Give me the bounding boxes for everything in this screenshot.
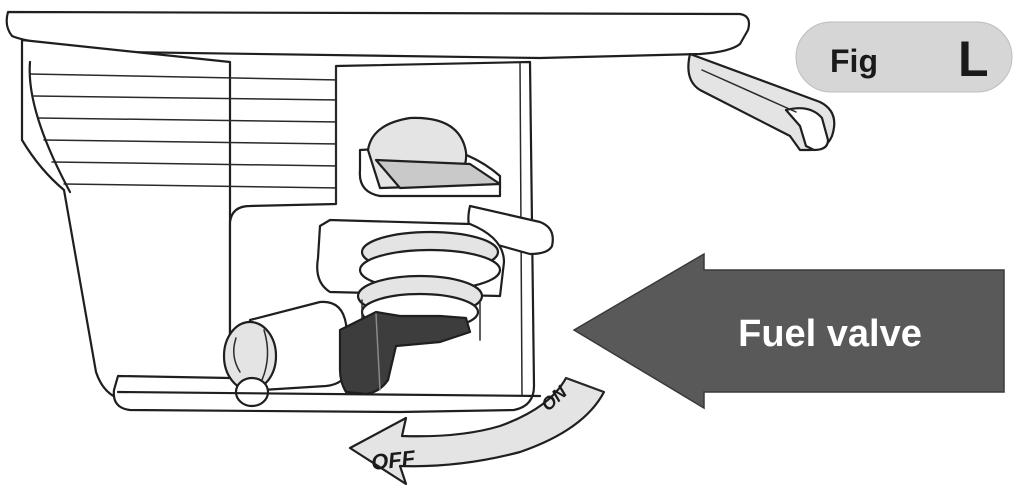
engine-illustration — [5, 10, 836, 414]
valve-direction-arrow: OFF ON — [348, 376, 606, 486]
figure-badge: Fig L — [795, 21, 1013, 93]
cooling-fins — [28, 60, 341, 194]
carry-handle — [687, 52, 836, 152]
rotation-arrow-shape — [348, 376, 606, 486]
engine-housing — [20, 38, 232, 406]
valve-off-label: OFF — [370, 445, 417, 475]
fuel-valve-callout: Fuel valve — [572, 252, 1005, 410]
figure-letter-label: L — [958, 31, 989, 87]
callout-arrow-shape — [572, 252, 1005, 410]
callout-label: Fuel valve — [738, 313, 922, 355]
fuel-valve-lever — [338, 310, 472, 396]
figure-badge-background — [795, 21, 1013, 93]
figure-prefix-label: Fig — [830, 43, 878, 79]
engine-top-shroud — [5, 10, 751, 60]
